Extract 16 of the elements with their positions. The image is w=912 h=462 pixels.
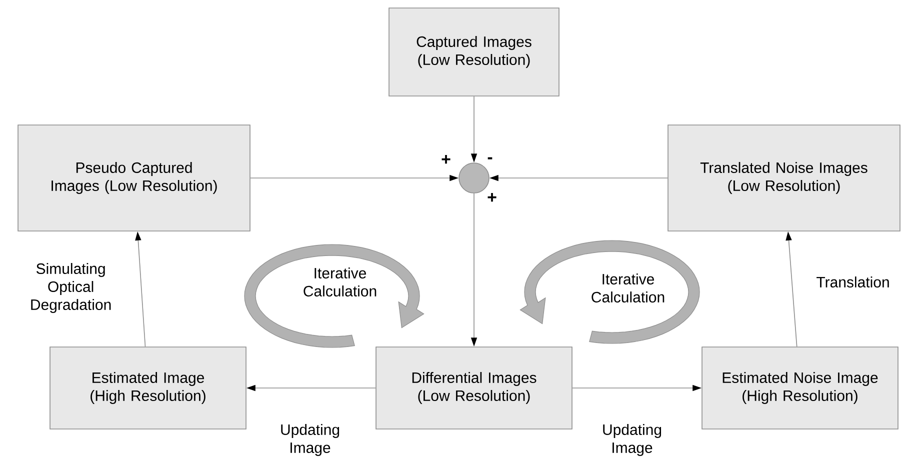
summing-circle xyxy=(458,162,490,194)
loop-label: Iterative Calculation xyxy=(304,267,376,296)
process-box: Captured Images (Low Resolution) xyxy=(388,8,560,96)
sign-label: + xyxy=(486,192,498,204)
edge-label: Updating Image xyxy=(601,423,663,457)
edge-label: Updating Image xyxy=(279,423,341,457)
loop-label: Iterative Calculation xyxy=(592,273,664,302)
process-box: Differential Images (Low Resolution) xyxy=(376,346,572,430)
process-box: Estimated Image (High Resolution) xyxy=(50,346,246,430)
process-box: Pseudo Captured Images (Low Resolution) xyxy=(18,124,250,232)
edge-label: Translation xyxy=(815,275,891,288)
sign-label: + xyxy=(440,154,452,166)
edge-label: Simulating Optical Degradation xyxy=(20,262,122,314)
process-box: Estimated Noise Image (High Resolution) xyxy=(702,346,898,430)
sign-label: - xyxy=(486,156,494,164)
process-box: Translated Noise Images (Low Resolution) xyxy=(668,124,900,232)
